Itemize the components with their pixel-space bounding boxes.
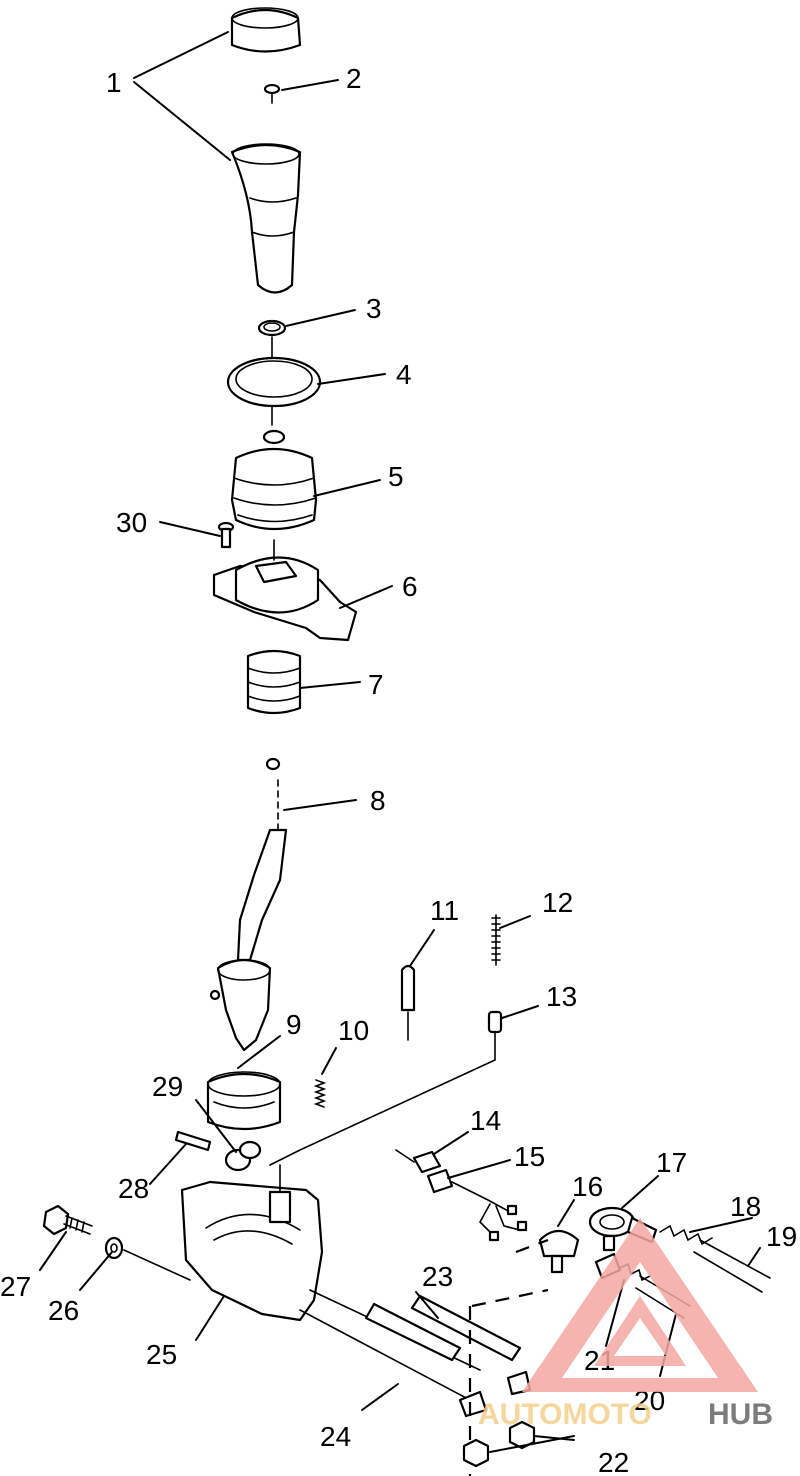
part-7-bushing [246, 649, 302, 715]
part-1-shift-knob [230, 7, 302, 294]
callout-6: 6 [402, 571, 418, 602]
part-11-pin [400, 964, 416, 1041]
part-12-threaded-rod [491, 914, 501, 966]
callout-10: 10 [338, 1015, 369, 1046]
callout-23: 23 [422, 1261, 453, 1292]
part-22-nuts [462, 1420, 536, 1468]
callout-26: 26 [48, 1295, 79, 1326]
callout-11: 11 [430, 895, 459, 926]
part-19-cable [693, 1239, 771, 1293]
callout-22: 22 [598, 1447, 629, 1476]
callout-14: 14 [470, 1105, 501, 1136]
callout-30: 30 [116, 507, 147, 538]
callout-25: 25 [146, 1339, 177, 1370]
part-27-bolt [42, 1204, 93, 1236]
callout-27: 27 [0, 1271, 31, 1302]
part-8-shift-lever [209, 757, 288, 1052]
callout-4: 4 [396, 359, 412, 390]
callout-24: 24 [320, 1421, 351, 1452]
part-30-bolt [217, 521, 235, 549]
part-10-spring [313, 1079, 327, 1108]
callout-3: 3 [366, 293, 382, 324]
part-5-boot [230, 429, 318, 531]
part-2-screw [263, 83, 281, 104]
dashed-guide-line [468, 1238, 549, 1476]
part-28-pin [174, 1130, 212, 1152]
watermark-logo: AUTOMOTO HUB [478, 1218, 773, 1431]
part-15-wire-harness [426, 1168, 528, 1242]
watermark-inner-triangle-icon [594, 1296, 686, 1366]
part-13-spacer [269, 1010, 503, 1166]
part-4-ring [226, 356, 322, 408]
callout-29: 29 [152, 1071, 183, 1102]
watermark-text-main: AUTOMOTO [478, 1398, 652, 1431]
callout-labels: 1 2 3 4 5 6 7 8 9 10 11 12 13 14 15 16 1… [0, 63, 797, 1476]
watermark-triangle-icon [522, 1218, 758, 1392]
callout-7: 7 [368, 669, 384, 700]
callout-19: 19 [766, 1221, 797, 1252]
part-18-spring [659, 1224, 713, 1246]
callout-5: 5 [388, 461, 404, 492]
part-9-collar [206, 1071, 282, 1131]
leader-lines [39, 31, 761, 1453]
callout-15: 15 [514, 1141, 545, 1172]
callout-18: 18 [730, 1191, 761, 1222]
part-14-switch [395, 1149, 442, 1174]
callout-17: 17 [656, 1147, 687, 1178]
callout-28: 28 [118, 1173, 149, 1204]
callout-12: 12 [542, 887, 573, 918]
rod-assembly [299, 1289, 532, 1418]
callout-8: 8 [370, 785, 386, 816]
part-29-pivot [224, 1140, 262, 1172]
part-16-ball-joint [538, 1229, 580, 1274]
part-25-housing [180, 1164, 324, 1322]
callout-16: 16 [572, 1171, 603, 1202]
part-6-bracket [212, 556, 358, 642]
part-3-ring [257, 319, 287, 337]
callout-2: 2 [346, 63, 362, 94]
callout-1: 1 [106, 67, 122, 98]
callout-13: 13 [546, 981, 577, 1012]
watermark-text-hub: HUB [708, 1398, 773, 1431]
callout-9: 9 [286, 1009, 302, 1040]
